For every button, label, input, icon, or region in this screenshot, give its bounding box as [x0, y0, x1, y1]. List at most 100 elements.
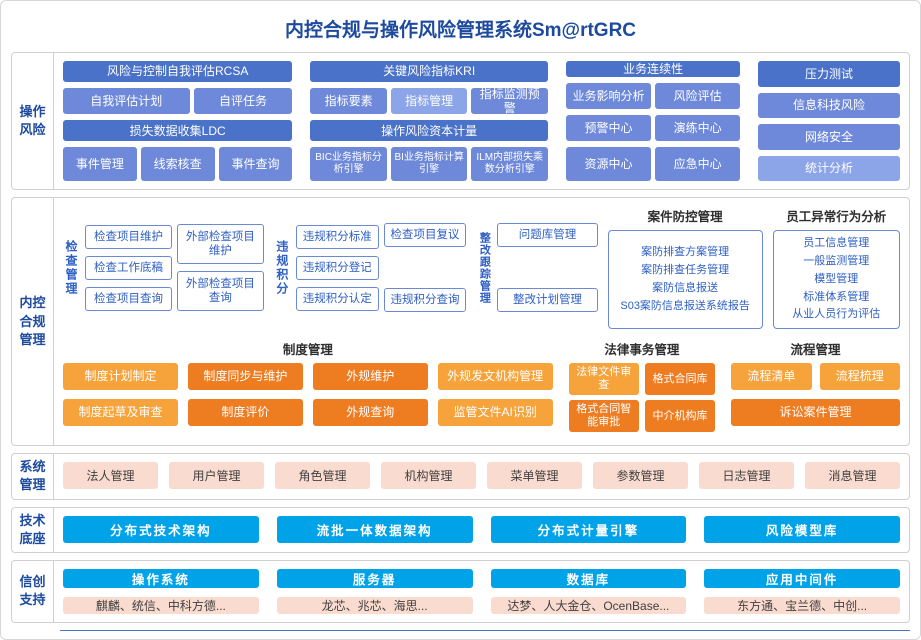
module-button[interactable]: 流程梳理: [819, 363, 901, 391]
compliance-item[interactable]: 案防信息报送: [652, 281, 719, 294]
button-row: 诉讼案件管理: [731, 399, 900, 427]
compliance-item[interactable]: 检查项目复议: [383, 223, 467, 248]
module-button[interactable]: 格式合同智能审批: [568, 400, 639, 433]
section-label-xinchuang: 信创 支持: [12, 560, 54, 622]
compliance-item[interactable]: 从业人员行为评估: [792, 308, 881, 321]
group-misc-risk: 压力测试 信息科技风险 网络安全 统计分析: [758, 61, 900, 182]
compliance-item[interactable]: 整改计划管理: [497, 288, 598, 313]
button-row: 格式合同智能审批 中介机构库: [568, 400, 716, 433]
module-button[interactable]: 格式合同库: [644, 363, 716, 396]
module-button[interactable]: 预警中心: [566, 115, 652, 142]
compliance-item[interactable]: 检查项目维护: [85, 224, 172, 249]
compliance-item[interactable]: 外部检查项目维护: [176, 224, 264, 265]
module-button[interactable]: 流批一体数据架构: [276, 515, 473, 543]
button-row: 指标要素 指标管理 指标监测预警: [310, 87, 549, 115]
compliance-item[interactable]: 违规积分认定: [295, 286, 379, 311]
module-button[interactable]: 制度起草及审查: [63, 399, 178, 427]
module-button[interactable]: 用户管理: [169, 462, 264, 490]
tech-base-content: 分布式技术架构 流批一体数据架构 分布式计量引擎 风险模型库: [54, 508, 909, 552]
module-header-button[interactable]: 业务连续性: [566, 61, 741, 78]
group-vertical-label: 整改跟踪管理: [478, 231, 491, 304]
module-button[interactable]: 指标要素: [310, 88, 387, 115]
module-button[interactable]: 事件管理: [63, 147, 137, 182]
compliance-item[interactable]: 标准体系管理: [803, 290, 870, 303]
module-button[interactable]: 资源中心: [566, 147, 652, 182]
module-header-button[interactable]: 操作风险资本计量: [310, 120, 549, 142]
module-button[interactable]: 诉讼案件管理: [731, 399, 900, 427]
module-button[interactable]: 消息管理: [805, 462, 900, 490]
item-list-box: 员工信息管理 一般监测管理 模型管理 标准体系管理 从业人员行为评估: [772, 230, 900, 330]
module-button[interactable]: 分布式技术架构: [63, 515, 259, 543]
module-button[interactable]: 中介机构库: [644, 400, 716, 433]
category-header-button[interactable]: 数据库: [490, 568, 687, 588]
item-column: 违规积分标准 违规积分登记 违规积分认定: [295, 206, 379, 329]
compliance-item[interactable]: 检查工作底稿: [85, 255, 172, 280]
module-button[interactable]: 自我评估计划: [63, 88, 190, 115]
compliance-item[interactable]: 违规积分查询: [383, 288, 467, 313]
compliance-item[interactable]: 案防排查方案管理: [641, 246, 730, 259]
button-row: 自我评估计划 自评任务: [63, 88, 293, 115]
module-button[interactable]: 网络安全: [758, 124, 900, 150]
module-button[interactable]: 信息科技风险: [758, 92, 900, 119]
module-button[interactable]: 监管文件AI识别: [437, 399, 553, 427]
module-button[interactable]: BI业务指标计算引擎: [390, 147, 468, 182]
module-button[interactable]: 风险评估: [655, 83, 741, 110]
group-employee-behavior: 员工异常行为分析 员工信息管理 一般监测管理 模型管理 标准体系管理 从业人员行…: [772, 206, 900, 330]
vendor-list: 龙芯、兆芯、海思...: [276, 596, 473, 614]
category-header-button[interactable]: 服务器: [276, 568, 473, 588]
module-header-button[interactable]: 风险与控制自我评估RCSA: [63, 61, 293, 83]
button-row: 流程清单 流程梳理: [731, 363, 901, 391]
module-button[interactable]: 外规维护: [312, 363, 428, 391]
button-row: 法律文件审查 格式合同库: [568, 363, 716, 396]
compliance-item[interactable]: 一般监测管理: [803, 255, 870, 268]
module-button[interactable]: 线索核查: [140, 147, 215, 182]
module-button[interactable]: BIC业务指标分析引擎: [310, 147, 387, 182]
category-header-button[interactable]: 应用中间件: [704, 568, 900, 588]
module-button[interactable]: 指标管理: [390, 88, 468, 115]
module-button[interactable]: 指标监测预警: [471, 87, 549, 115]
vendor-list: 东方通、宝兰德、中创...: [704, 596, 900, 614]
module-button[interactable]: 自评任务: [193, 88, 293, 115]
compliance-item[interactable]: 模型管理: [814, 272, 859, 285]
section-system-mgmt: 系统 管理 法人管理 用户管理 角色管理 机构管理 菜单管理 参数管理 日志管理…: [11, 453, 910, 500]
module-button[interactable]: 演练中心: [655, 115, 741, 142]
module-button[interactable]: 机构管理: [381, 462, 476, 490]
xinchuang-column: 应用中间件 东方通、宝兰德、中创...: [704, 568, 900, 614]
vendor-list: 达梦、人大金仓、OcenBase...: [490, 596, 687, 614]
module-header-button[interactable]: 压力测试: [758, 61, 900, 87]
module-button[interactable]: 应急中心: [655, 147, 741, 182]
module-button[interactable]: 日志管理: [699, 462, 794, 490]
module-button[interactable]: 制度评价: [187, 399, 303, 427]
section-label-op-risk: 操作 风险: [12, 53, 54, 190]
compliance-item[interactable]: 问题库管理: [497, 223, 598, 248]
module-button[interactable]: 统计分析: [758, 155, 900, 182]
module-button[interactable]: 参数管理: [593, 462, 688, 490]
module-button[interactable]: 业务影响分析: [566, 83, 652, 110]
module-header-button[interactable]: 关键风险指标KRI: [310, 61, 549, 83]
module-button[interactable]: 菜单管理: [487, 462, 582, 490]
op-risk-content: 风险与控制自我评估RCSA 自我评估计划 自评任务 损失数据收集LDC 事件管理…: [54, 53, 909, 189]
item-column: 外部检查项目维护 外部检查项目查询: [176, 206, 264, 329]
compliance-item[interactable]: 外部检查项目查询: [176, 271, 264, 312]
module-button[interactable]: 外规查询: [312, 399, 428, 427]
module-header-button[interactable]: 损失数据收集LDC: [63, 120, 293, 142]
group-legal-affairs: 法律事务管理 法律文件审查 格式合同库 格式合同智能审批 中介机构库: [568, 339, 716, 437]
compliance-item[interactable]: 违规积分标准: [295, 224, 379, 249]
module-button[interactable]: ILM内部损失乘数分析引擎: [471, 147, 549, 182]
compliance-item[interactable]: 员工信息管理: [803, 237, 870, 250]
compliance-item[interactable]: 违规积分登记: [295, 255, 379, 280]
module-button[interactable]: 外规发文机构管理: [437, 363, 553, 391]
module-button[interactable]: 事件查询: [218, 147, 293, 182]
module-button[interactable]: 制度同步与维护: [187, 363, 303, 391]
compliance-item[interactable]: 检查项目查询: [85, 286, 172, 311]
module-button[interactable]: 风险模型库: [704, 515, 900, 543]
module-button[interactable]: 法人管理: [63, 462, 158, 490]
module-button[interactable]: 分布式计量引擎: [490, 515, 687, 543]
module-button[interactable]: 流程清单: [731, 363, 812, 391]
module-button[interactable]: 法律文件审查: [568, 363, 639, 396]
module-button[interactable]: 制度计划制定: [63, 363, 178, 391]
compliance-item[interactable]: S03案防信息报送系统报告: [620, 299, 750, 312]
category-header-button[interactable]: 操作系统: [63, 568, 259, 588]
compliance-item[interactable]: 案防排查任务管理: [641, 264, 730, 277]
module-button[interactable]: 角色管理: [275, 462, 370, 490]
